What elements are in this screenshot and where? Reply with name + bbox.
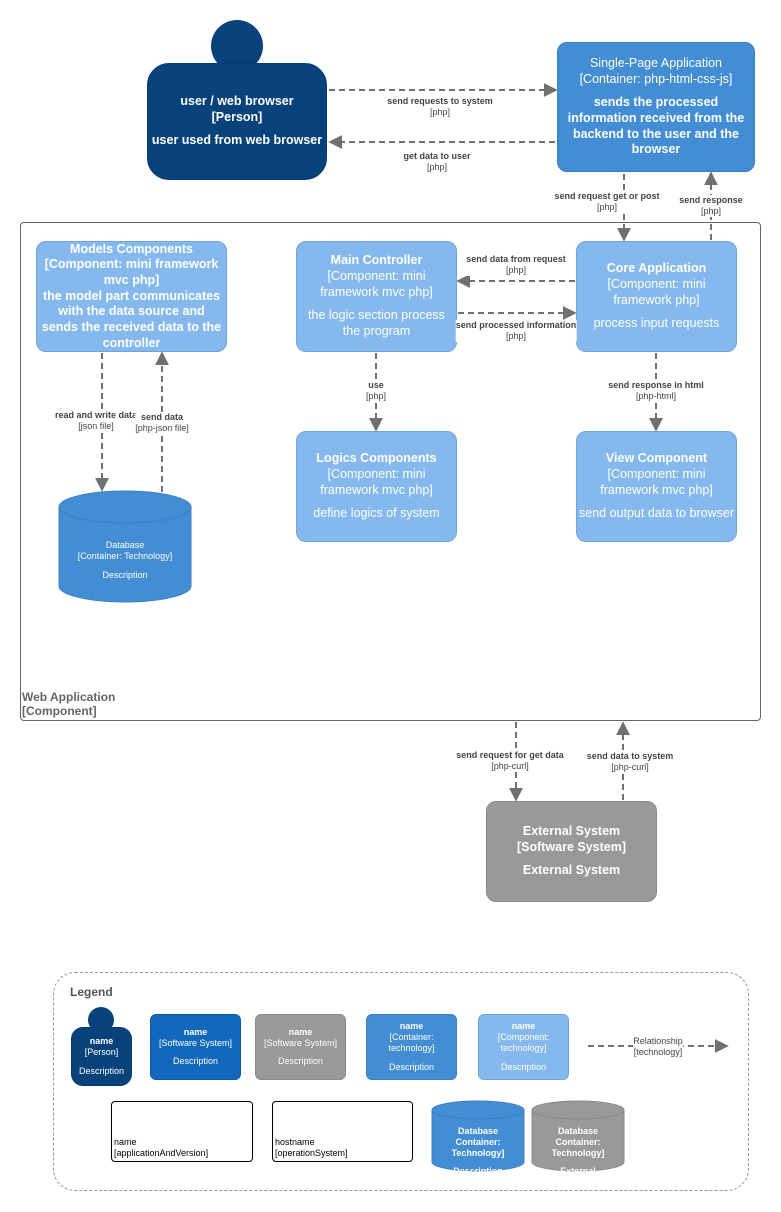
spa-name: Single-Page Application xyxy=(589,56,723,71)
legend-external-database-cylinder xyxy=(531,1100,625,1172)
web-application-boundary xyxy=(20,222,761,721)
person-type: [Person] xyxy=(211,109,263,124)
label-send-data-from-request: send data from request[php] xyxy=(466,254,566,276)
core-app-name: Core Application xyxy=(606,261,707,276)
view-description: send output data to browser xyxy=(579,506,734,521)
legend-application-box: name [applicationAndVersion] xyxy=(111,1101,253,1162)
label-send-response: send response[php] xyxy=(679,195,743,217)
web-application-label: Web Application [Component] xyxy=(22,690,115,719)
database-type: [Container: Technology] xyxy=(77,550,173,561)
person-name: user / web browser xyxy=(180,94,294,109)
models-components[interactable]: Models Components [Component: mini frame… xyxy=(36,241,227,352)
label-send-data-to-system: send data to system[php-curl] xyxy=(586,751,674,773)
legend-container: name [Container: technology] Description xyxy=(366,1014,457,1080)
view-component[interactable]: View Component [Component: mini framewor… xyxy=(576,431,737,542)
logics-components[interactable]: Logics Components [Component: mini frame… xyxy=(296,431,457,542)
main-controller-description: the logic section process the program xyxy=(308,308,445,338)
person-description: user used from web browser xyxy=(151,133,323,148)
web-application-name: Web Application xyxy=(22,690,116,704)
core-app-description: process input requests xyxy=(593,316,720,331)
legend-relationship-label: Relationship[technology] xyxy=(633,1036,683,1058)
models-type: [Component: mini framework mvc php] xyxy=(44,257,219,288)
external-description: External System xyxy=(522,863,621,878)
label-send-processed-information: send processed information[php] xyxy=(455,320,577,342)
legend-component: name [Component: technology] Description xyxy=(478,1014,569,1080)
logics-name: Logics Components xyxy=(316,451,437,466)
legend-box xyxy=(53,972,749,1191)
main-controller-type: [Component: mini framework mvc php] xyxy=(320,269,433,299)
legend-database-text: Database Container: Technology] Descript… xyxy=(451,1126,505,1177)
label-send-request-for-get-data: send request for get data[php-curl] xyxy=(456,750,564,772)
label-send-requests: send requests to system[php] xyxy=(387,96,493,118)
legend-host-box: hostname [operationSystem] xyxy=(272,1101,413,1162)
logics-description: define logics of system xyxy=(313,506,440,521)
view-type: [Component: mini framework mvc php] xyxy=(600,466,713,497)
database-text: Database [Container: Technology] Descrip… xyxy=(59,540,191,580)
legend-person: name [Person] Description xyxy=(71,1027,132,1086)
legend-external-database-text: Database Container: Technology] External xyxy=(551,1126,605,1177)
main-controller[interactable]: Main Controller [Component: mini framewo… xyxy=(296,241,457,352)
single-page-application[interactable]: Single-Page Application [Container: php-… xyxy=(557,42,755,172)
main-controller-name: Main Controller xyxy=(330,253,423,268)
logics-type: [Component: mini framework mvc php] xyxy=(320,466,433,497)
person-user-web-browser[interactable]: user / web browser [Person] user used fr… xyxy=(147,63,327,180)
database-name: Database xyxy=(105,540,145,550)
external-name: External System xyxy=(522,824,621,839)
legend-software-system: name [Software System] Description xyxy=(150,1014,241,1080)
legend-person-head xyxy=(88,1007,114,1033)
label-send-response-html: send response in html[php-html] xyxy=(608,380,704,402)
database-cylinder[interactable] xyxy=(58,490,192,603)
models-name: Models Components xyxy=(70,241,193,256)
spa-description: sends the processed information received… xyxy=(567,95,745,157)
label-get-data: get data to user[php] xyxy=(403,151,471,173)
label-send-data: send data[php-json file] xyxy=(135,412,189,434)
core-app-type: [Component: mini framework php] xyxy=(607,276,706,307)
legend-external-software-system: name [Software System] Description xyxy=(255,1014,346,1080)
label-send-request-get-post: send request get or post[php] xyxy=(554,191,660,213)
legend-database-cylinder xyxy=(431,1100,525,1172)
web-application-type: [Component] xyxy=(22,704,97,719)
models-description: the model part communicates with the dat… xyxy=(41,288,222,350)
core-application[interactable]: Core Application [Component: mini framew… xyxy=(576,241,737,352)
external-type: [Software System] xyxy=(516,839,627,854)
label-read-write-data: read and write data[json file] xyxy=(54,410,138,432)
spa-type: [Container: php-html-css-js] xyxy=(579,71,733,86)
external-system[interactable]: External System [Software System] Extern… xyxy=(486,801,657,902)
view-name: View Component xyxy=(605,451,708,466)
label-use: use[php] xyxy=(365,380,387,402)
legend-title: Legend xyxy=(70,985,113,999)
database-description: Description xyxy=(102,569,148,580)
